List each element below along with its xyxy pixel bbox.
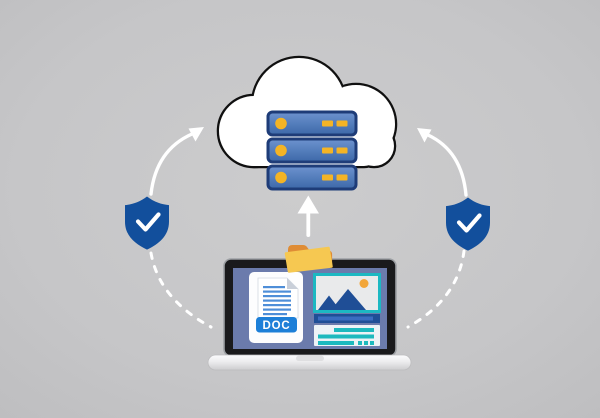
doc-text-line [263, 299, 291, 302]
server-bar [266, 110, 358, 137]
doc-badge [256, 317, 297, 333]
dark-bar-stripe [318, 316, 373, 321]
shield-body [446, 197, 490, 251]
check-mark-icon [456, 213, 482, 233]
server-indicator-light [275, 144, 287, 157]
laptop-base [207, 354, 412, 371]
dashed-curve-right [406, 249, 466, 329]
curved-arrow-right-shaft [426, 133, 468, 197]
doc-text-line [263, 308, 291, 311]
server-bar-body [266, 137, 358, 164]
server-bar [266, 164, 358, 191]
doc-text-line [263, 295, 291, 298]
upload-arrow-icon [297, 195, 319, 237]
shield-check-icon-left [125, 196, 169, 250]
doc-badge-label: DOC [263, 320, 291, 332]
upload-arrow-head [297, 195, 319, 214]
folder-front [284, 246, 333, 273]
folder-icon [284, 245, 333, 273]
panel-line [318, 334, 374, 339]
panel-dot [364, 341, 368, 345]
check-mark-icon [135, 212, 161, 232]
doc-text-line [263, 313, 287, 316]
server-bar [266, 137, 358, 164]
doc-text-line [263, 290, 291, 293]
curved-arrow-left-head [188, 127, 204, 142]
panel-line [334, 328, 374, 332]
content-panels [314, 314, 380, 346]
server-stack [266, 110, 358, 191]
server-indicator-light [275, 171, 287, 184]
curved-arrow-right-icon [417, 128, 468, 197]
mountain-large [331, 289, 366, 310]
cloud-server-icon [216, 55, 398, 191]
server-slot [336, 147, 348, 154]
server-bar-body [266, 164, 358, 191]
server-bar-body [266, 110, 358, 137]
laptop-icon: DOC [207, 258, 412, 371]
curved-arrow-left-icon [149, 127, 204, 196]
sun-icon [359, 279, 369, 288]
image-thumbnail-icon [313, 273, 381, 313]
shield-body [125, 196, 169, 250]
doc-text-lines [263, 286, 291, 316]
shield-check-icon-right [446, 197, 490, 251]
curved-arrow-left-shaft [149, 132, 194, 196]
curved-arrow-right-head [417, 128, 432, 143]
dashed-curve-left [149, 251, 213, 329]
server-slot [336, 174, 348, 181]
doc-text-line [263, 304, 291, 307]
panel-dot [370, 341, 374, 345]
doc-paper-fold [287, 278, 298, 289]
panel-dot [358, 341, 362, 345]
server-slot [336, 120, 348, 127]
server-slot [322, 120, 333, 127]
server-indicator-light [275, 117, 287, 130]
doc-text-line [263, 286, 285, 289]
server-slot [322, 147, 333, 154]
doc-file-icon: DOC [249, 272, 303, 343]
panel-line [318, 341, 354, 345]
server-slot [322, 174, 333, 181]
laptop-base-notch [296, 355, 324, 361]
upload-arrow-shaft [306, 211, 311, 237]
